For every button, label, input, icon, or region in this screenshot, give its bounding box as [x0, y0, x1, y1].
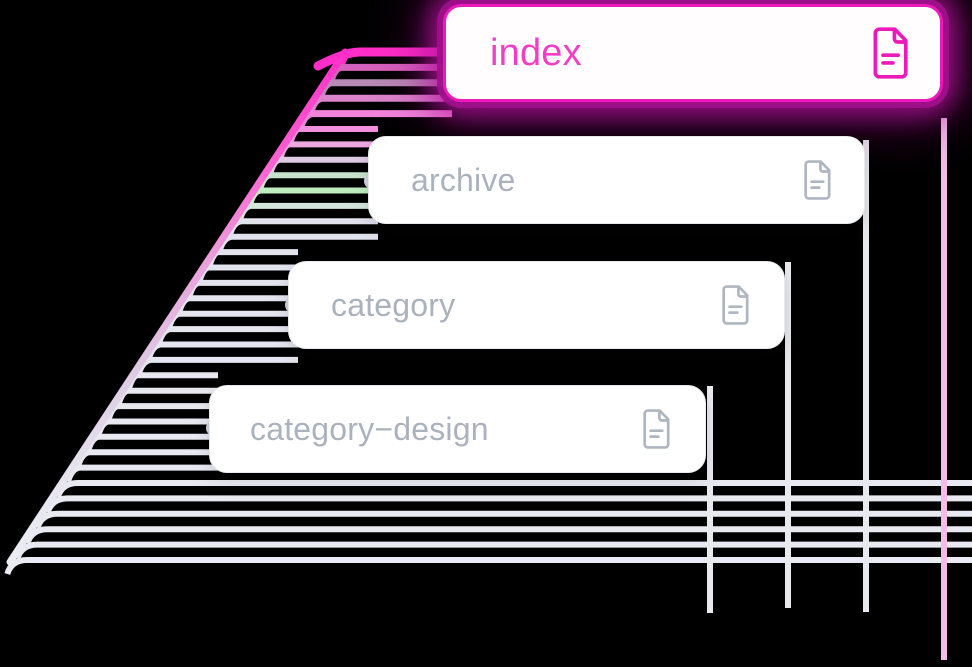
branch-line — [146, 341, 298, 360]
branch-line — [247, 187, 378, 206]
branch-line — [125, 372, 218, 391]
document-icon — [804, 160, 831, 200]
branch-line — [297, 110, 452, 129]
branch-line — [237, 202, 378, 221]
node-card-category-design[interactable]: category−design — [209, 385, 706, 473]
branch-line — [34, 510, 972, 529]
branch-line — [14, 541, 972, 560]
branch-line — [75, 449, 218, 468]
branch-line — [206, 249, 298, 267]
branch-line — [55, 480, 972, 498]
branch-line — [135, 356, 298, 375]
branch-line — [95, 418, 218, 437]
descender-lines — [707, 118, 947, 660]
branch-line — [196, 264, 298, 283]
branch-line — [186, 279, 298, 298]
spine-path — [6, 48, 349, 566]
branch-line — [44, 495, 972, 514]
branch-line — [226, 218, 378, 237]
branch-line — [156, 326, 298, 344]
branch-line — [277, 141, 378, 160]
branch-line — [176, 295, 298, 314]
branch-line — [24, 526, 972, 545]
branch-line — [85, 433, 218, 452]
branch-line — [166, 310, 298, 329]
node-card-archive[interactable]: archive — [368, 136, 865, 224]
document-icon — [643, 409, 670, 449]
node-label-index: index — [490, 31, 582, 74]
node-label-category-design: category−design — [250, 410, 489, 447]
node-label-archive: archive — [411, 161, 516, 198]
node-label-category: category — [331, 286, 456, 323]
document-icon — [873, 27, 908, 79]
branch-line — [287, 126, 378, 144]
branch-line — [115, 387, 218, 406]
branch-line — [216, 233, 378, 252]
node-card-index[interactable]: index — [443, 4, 943, 102]
branch-line — [65, 464, 218, 483]
branch-line — [267, 156, 378, 175]
branch-line — [257, 172, 378, 191]
branch-line — [4, 557, 972, 575]
branch-line — [105, 403, 218, 421]
connector-dots — [206, 44, 459, 436]
node-card-category[interactable]: category — [288, 261, 785, 349]
document-icon — [722, 285, 749, 325]
